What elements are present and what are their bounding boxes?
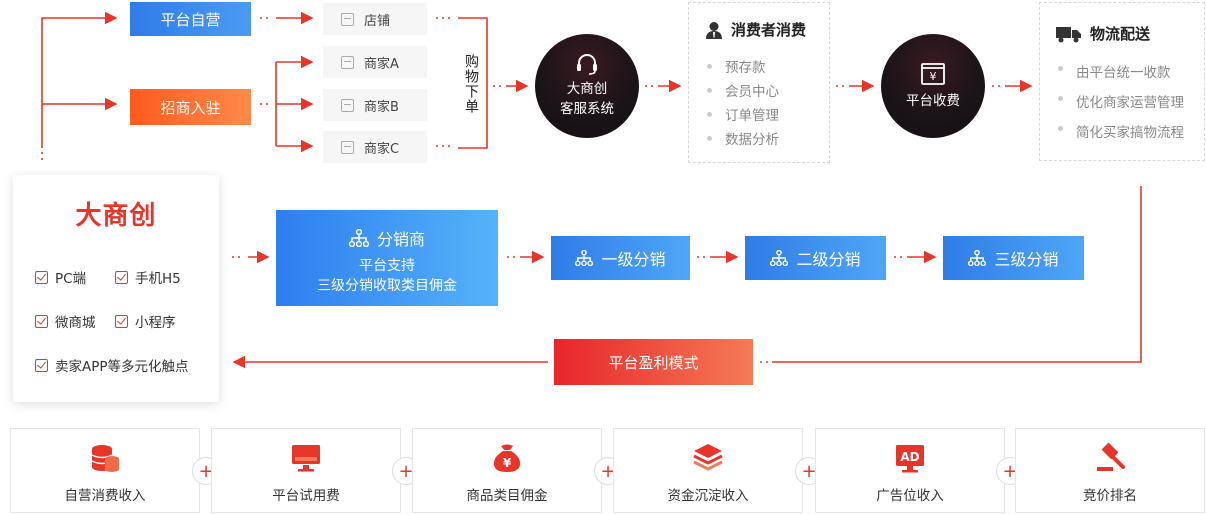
service-line1: 大商创 bbox=[566, 81, 608, 97]
store-item: 店铺 bbox=[323, 3, 427, 35]
level1-label: 一级分销 bbox=[601, 250, 666, 269]
revenue-label: 自营消费收入 bbox=[64, 488, 146, 504]
distributor-box[interactable]: 分销商 平台支持 三级分销收取类目佣金 bbox=[276, 210, 498, 306]
checkbox-icon bbox=[35, 270, 48, 284]
checkbox-icon bbox=[35, 314, 48, 328]
revenue-category-commission: ¥ 商品类目佣金 bbox=[412, 428, 602, 513]
user-icon bbox=[706, 21, 722, 39]
checkbox-icon bbox=[115, 270, 128, 284]
level3-distribution-button[interactable]: 三级分销 bbox=[943, 236, 1084, 280]
distributor-title: 分销商 bbox=[376, 230, 425, 249]
consumer-item: 订单管理 bbox=[705, 104, 829, 128]
revenue-fund-deposit: 资金沉淀收入 bbox=[613, 428, 803, 513]
consumer-item: 预存款 bbox=[705, 56, 829, 80]
level2-label: 二级分销 bbox=[796, 250, 861, 269]
revenue-label: 广告位收入 bbox=[876, 488, 944, 504]
merchant-a-label: 商家A bbox=[364, 56, 399, 72]
channel-item: PC端 bbox=[35, 267, 86, 287]
revenue-bid-ranking: 竞价排名 bbox=[1015, 428, 1205, 513]
revenue-label: 竞价排名 bbox=[1083, 488, 1137, 504]
hierarchy-icon bbox=[348, 229, 369, 247]
shop-icon bbox=[341, 55, 354, 69]
svg-text:¥: ¥ bbox=[503, 456, 512, 470]
service-system-circle[interactable]: 大商创 客服系统 bbox=[535, 34, 639, 138]
consumer-item: 会员中心 bbox=[705, 80, 829, 104]
channel-label: 手机H5 bbox=[135, 271, 181, 287]
channel-label: 小程序 bbox=[135, 315, 176, 331]
hierarchy-icon bbox=[968, 250, 987, 266]
merchant-b-item: 商家B bbox=[323, 89, 427, 121]
store-label: 店铺 bbox=[364, 13, 391, 29]
svg-text:¥: ¥ bbox=[930, 70, 937, 83]
platform-self-button[interactable]: 平台自营 bbox=[130, 2, 251, 36]
shop-icon bbox=[341, 140, 354, 154]
headset-icon bbox=[577, 54, 597, 75]
channel-item: 小程序 bbox=[115, 311, 176, 331]
merchant-b-label: 商家B bbox=[364, 99, 399, 115]
logistics-title: 物流配送 bbox=[1090, 25, 1151, 43]
layers-icon bbox=[693, 444, 723, 471]
coin-stack-icon bbox=[91, 445, 119, 472]
distributor-line2: 三级分销收取类目佣金 bbox=[317, 278, 457, 294]
service-line2: 客服系统 bbox=[560, 101, 614, 117]
logistics-box: 物流配送 由平台统一收款 优化商家运营管理 简化买家搞物流程 bbox=[1039, 2, 1205, 161]
logistics-item: 优化商家运营管理 bbox=[1056, 88, 1204, 118]
revenue-self-operated: 自营消费收入 bbox=[10, 428, 200, 513]
merchant-c-item: 商家C bbox=[323, 131, 427, 163]
platform-fee-label: 平台收费 bbox=[906, 93, 960, 109]
revenue-trial-fee: 平台试用费 bbox=[211, 428, 401, 513]
monitor-icon bbox=[292, 445, 320, 472]
channel-label: 卖家APP等多元化触点 bbox=[55, 359, 189, 375]
channel-item: 手机H5 bbox=[115, 267, 181, 287]
merchant-a-item: 商家A bbox=[323, 46, 427, 78]
gavel-icon bbox=[1097, 442, 1125, 471]
revenue-label: 资金沉淀收入 bbox=[667, 488, 749, 504]
channel-item: 卖家APP等多元化触点 bbox=[35, 355, 189, 375]
shop-icon bbox=[341, 12, 354, 26]
profit-model-button[interactable]: 平台盈利模式 bbox=[554, 339, 753, 385]
distributor-line1: 平台支持 bbox=[359, 258, 415, 274]
ad-icon: AD bbox=[896, 445, 924, 473]
merchant-c-label: 商家C bbox=[364, 141, 400, 157]
shop-icon bbox=[341, 98, 354, 112]
revenue-ad-slot: AD 广告位收入 bbox=[815, 428, 1005, 513]
level2-distribution-button[interactable]: 二级分销 bbox=[745, 236, 886, 280]
revenue-label: 商品类目佣金 bbox=[466, 488, 548, 504]
cash-register-icon: ¥ bbox=[921, 63, 945, 85]
checkbox-icon bbox=[35, 358, 48, 372]
logistics-item: 简化买家搞物流程 bbox=[1056, 118, 1204, 148]
level1-distribution-button[interactable]: 一级分销 bbox=[551, 236, 690, 280]
hierarchy-icon bbox=[575, 250, 594, 266]
order-label: 购物下单 bbox=[463, 54, 479, 114]
platform-fee-circle[interactable]: ¥ 平台收费 bbox=[881, 34, 985, 138]
svg-text:AD: AD bbox=[900, 450, 919, 464]
channel-label: 微商城 bbox=[55, 315, 96, 331]
consumer-item: 数据分析 bbox=[705, 128, 829, 152]
checkbox-icon bbox=[115, 314, 128, 328]
revenue-label: 平台试用费 bbox=[272, 488, 340, 504]
channel-item: 微商城 bbox=[35, 311, 96, 331]
brand-card: 大商创 PC端 手机H5 微商城 小程序 卖家APP等多元化触点 bbox=[13, 175, 219, 402]
level3-label: 三级分销 bbox=[994, 250, 1059, 269]
merchant-join-button[interactable]: 招商入驻 bbox=[130, 89, 251, 125]
logistics-item: 由平台统一收款 bbox=[1056, 58, 1204, 88]
consumer-title: 消费者消费 bbox=[731, 21, 807, 39]
consumer-box: 消费者消费 预存款 会员中心 订单管理 数据分析 bbox=[688, 2, 830, 163]
hierarchy-icon bbox=[770, 250, 789, 266]
truck-icon bbox=[1056, 26, 1081, 42]
channel-label: PC端 bbox=[55, 271, 87, 287]
brand-title: 大商创 bbox=[75, 201, 157, 231]
money-bag-icon: ¥ bbox=[493, 444, 521, 472]
